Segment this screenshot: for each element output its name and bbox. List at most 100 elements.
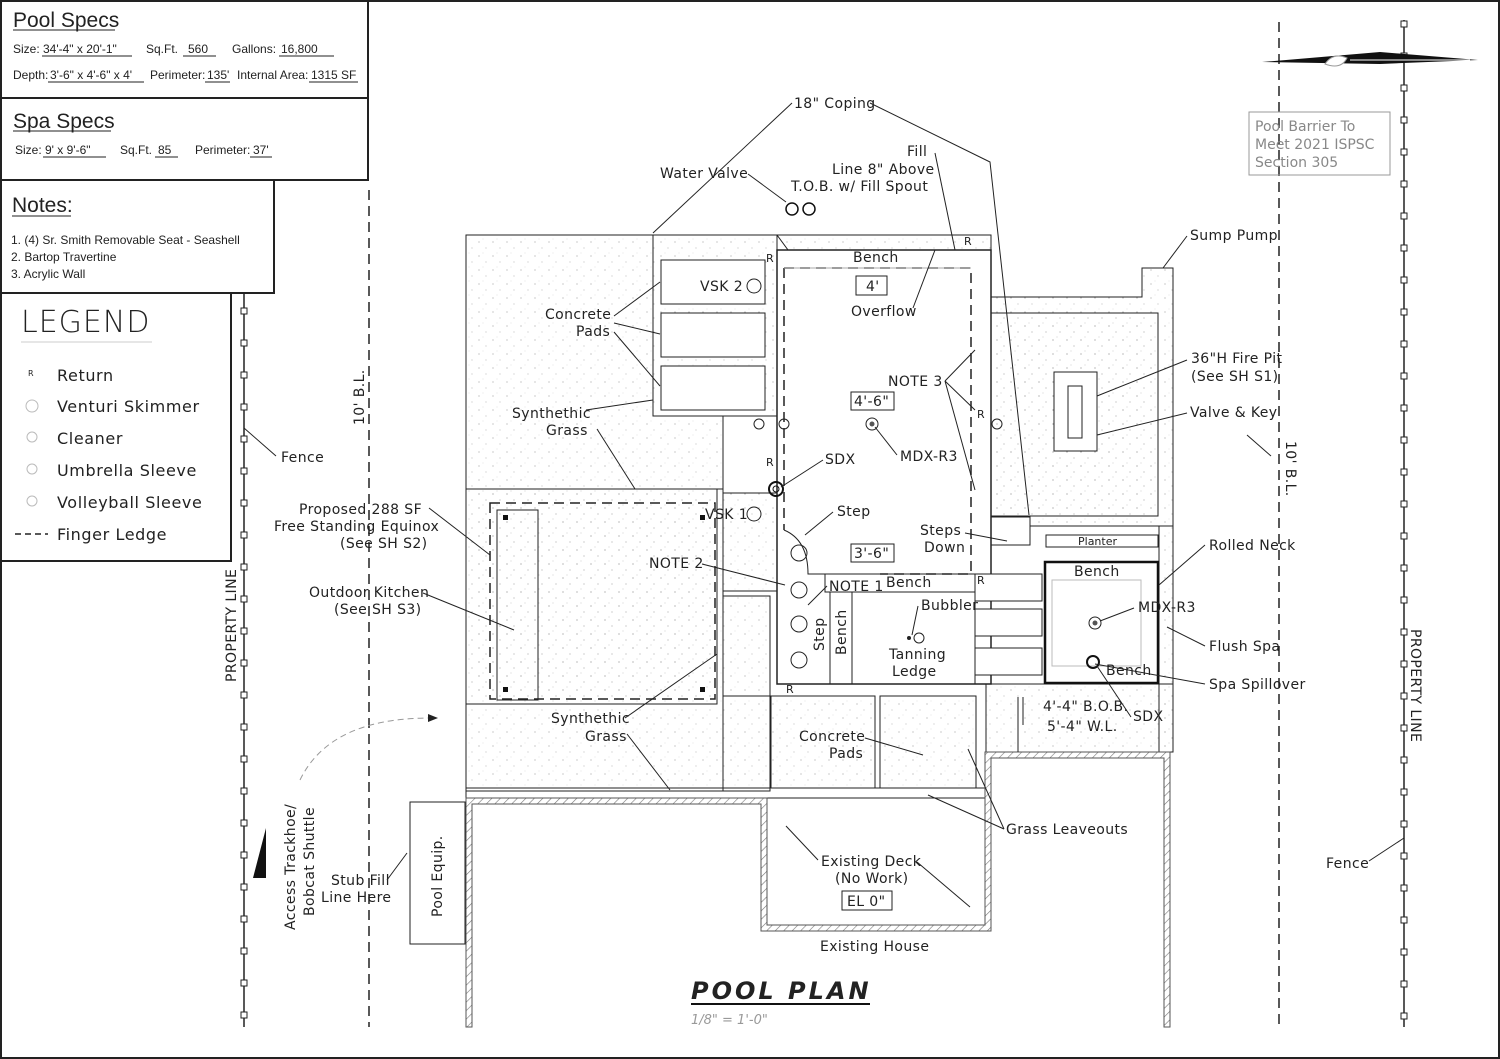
fence-label: Fence [1326, 856, 1369, 872]
vsk1-label: VSK 1 [705, 507, 748, 523]
access-arrow-icon [428, 714, 438, 722]
leader-lines [243, 102, 1405, 908]
planter-label: Planter [1078, 535, 1117, 548]
concrete-pad-bottom [770, 695, 876, 789]
fence-post [1400, 852, 1408, 860]
notes-heading: Notes: [12, 194, 73, 217]
pergola-post [503, 515, 508, 520]
fence-post [240, 979, 248, 987]
fence-label: Fence [281, 450, 324, 466]
fence-post [240, 563, 248, 571]
fence-post [240, 339, 248, 347]
stub-fill-label: Stub Fill [331, 873, 390, 889]
fence-post [1400, 116, 1408, 124]
fence-post [1400, 596, 1408, 604]
water-valve-icon [785, 202, 799, 216]
finger-ledge [784, 267, 972, 575]
pool-size-label: Size: [13, 42, 40, 56]
removable-seat [790, 615, 808, 633]
drawing-title: POOL PLAN [691, 977, 872, 1005]
access-label: Bobcat Shuttle [302, 807, 318, 916]
fence-post [1400, 308, 1408, 316]
spa-specs-box: Spa Specs Size: 9' x 9'-6" Sq.Ft. 85 Per… [0, 97, 369, 181]
concrete-pad [660, 312, 766, 358]
fence-post [1400, 468, 1408, 476]
pool-perimeter-label: Perimeter: [150, 68, 205, 82]
svg-text:R: R [977, 574, 985, 587]
flush-spa-label: Flush Spa [1209, 639, 1280, 655]
removable-seat [790, 544, 808, 562]
elevation-marker [841, 890, 893, 911]
fence-post [1400, 20, 1408, 28]
water-valve-label: Water Valve [660, 166, 748, 182]
house-wall [465, 751, 1171, 1028]
fence-post [1400, 84, 1408, 92]
equinox-label: (See SH S2) [340, 536, 428, 552]
pool-barrier-note: Pool Barrier To Meet 2021 ISPSC Section … [1248, 111, 1391, 176]
property-line-label: PROPERTY LINE [224, 569, 240, 682]
spillover-step [974, 573, 1043, 602]
pool-sqft-label: Sq.Ft. [146, 42, 178, 56]
fence-post [1400, 724, 1408, 732]
bob-label: 4'-4" B.O.B. [1043, 699, 1128, 715]
coping-label: 18" Coping [794, 96, 876, 112]
fence-post [1400, 212, 1408, 220]
concrete-pad-bottom [879, 695, 977, 789]
deck-mid-column-3 [722, 695, 771, 792]
fence-post [1400, 820, 1408, 828]
synthetic-grass-label: Grass [546, 423, 588, 439]
north-arrow-icon [1262, 52, 1478, 67]
concrete-pads-label: Concrete [545, 307, 611, 323]
svg-text:R: R [977, 408, 985, 421]
barrier-text: Pool Barrier To [1255, 119, 1355, 135]
existing-deck-label: (No Work) [835, 871, 908, 887]
legend-item-venturi: Venturi Skimmer [57, 397, 200, 416]
drawing-scale: 1/8" = 1'-0" [691, 1013, 768, 1028]
depth-marker-4ft [855, 275, 888, 296]
overflow-label: Overflow [851, 304, 917, 320]
building-line-label: 10' B.L. [352, 369, 368, 425]
fence-post [240, 307, 248, 315]
pool-size-value: 34'-4" x 20'-1" [43, 42, 117, 56]
rolled-neck-label: Rolled Neck [1209, 538, 1296, 554]
spa-bench-label: Bench [1106, 663, 1152, 679]
fence-post [240, 659, 248, 667]
cleaner-icon [26, 431, 38, 443]
fence-post [240, 883, 248, 891]
access-label: Access Trackhoe/ [283, 804, 299, 930]
building-line-label: 10' B.L. [1282, 441, 1298, 497]
fence-posts [240, 20, 1408, 1020]
tanning-ledge-label: Ledge [892, 664, 937, 680]
notes-box: Notes: 1. (4) Sr. Smith Removable Seat -… [0, 179, 275, 294]
volleyball-sleeve-icon [991, 418, 1003, 430]
outdoor-kitchen [496, 509, 539, 701]
concrete-pads-label: Pads [576, 324, 610, 340]
fire-pit-inner [1067, 385, 1083, 439]
fence-post [1400, 564, 1408, 572]
step-side-label: Step [812, 618, 828, 651]
umbrella-sleeve-icon [913, 632, 925, 644]
pool-depth-value: 3'-6" x 4'-6" x 4' [50, 68, 132, 82]
fence-post [1400, 372, 1408, 380]
fence-post [1400, 628, 1408, 636]
pool-depth-label: Depth: [13, 68, 48, 82]
svg-text:R: R [766, 252, 774, 265]
fence-post [240, 499, 248, 507]
umbrella-sleeve-icon [26, 463, 38, 475]
fence-post [1400, 148, 1408, 156]
legend-item-umbrella: Umbrella Sleeve [57, 461, 197, 480]
fence-post [1400, 948, 1408, 956]
note-item: 2. Bartop Travertine [11, 250, 117, 264]
elevation-label: EL 0" [847, 894, 885, 910]
access-path [299, 717, 431, 781]
note-item: 1. (4) Sr. Smith Removable Seat - Seashe… [11, 233, 240, 247]
deck-mid-column-2 [722, 595, 771, 697]
equinox-pergola [489, 502, 716, 700]
fence-post [1400, 1012, 1408, 1020]
spillover-step [974, 608, 1043, 637]
fence-post [1400, 692, 1408, 700]
cleaner-icon [778, 418, 790, 430]
fence-post [1400, 436, 1408, 444]
fence-post [1400, 660, 1408, 668]
note-item: 3. Acrylic Wall [11, 267, 85, 281]
